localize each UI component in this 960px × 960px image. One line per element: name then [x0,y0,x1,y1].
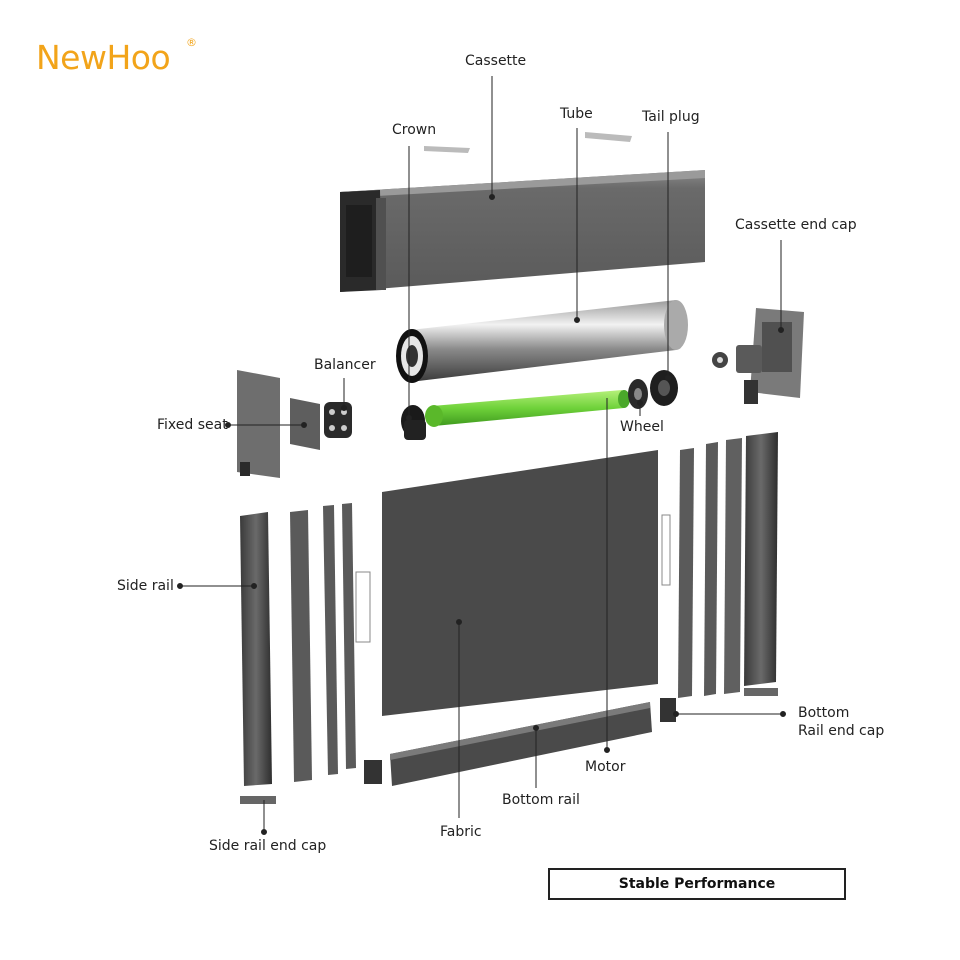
label-tail-plug: Tail plug [642,109,700,125]
label-cassette: Cassette [465,53,527,69]
newhoo-logo: NewHoo ® [36,36,197,77]
tube-clip-part [585,132,632,142]
leader-lines [177,76,786,835]
label-bottom-rail: Bottom rail [502,792,580,808]
balancer-part [324,402,352,438]
tail-plug-part [650,370,678,406]
cassette-end-cap-part [712,308,804,404]
wheel-part [628,379,648,409]
label-cassette-end-cap: Cassette end cap [735,217,857,233]
label-side-rail-end-cap: Side rail end cap [209,838,327,854]
label-motor: Motor [585,759,626,775]
label-balancer: Balancer [314,357,376,373]
tube-part [396,300,688,383]
stable-performance-badge: Stable Performance [548,868,846,900]
fabric-part [382,450,658,716]
label-fixed-seat: Fixed seat [157,417,228,433]
bottom-rail-part [364,698,676,786]
left-side-rails [240,503,371,804]
cassette-part [340,170,705,292]
label-tube: Tube [560,106,593,122]
label-fabric: Fabric [440,824,482,840]
registered-mark: ® [186,36,197,49]
label-crown: Crown [392,122,437,138]
motor-part [401,390,630,440]
label-wheel: Wheel [620,419,664,435]
brand-name: NewHoo [36,38,171,77]
label-side-rail: Side rail [117,578,174,594]
right-side-rails [661,432,778,698]
fixed-seat-part [237,370,320,478]
crown-clip-part [424,146,470,153]
label-bottom-rail-end-cap-2: Rail end cap [798,723,885,739]
label-bottom-rail-end-cap-1: Bottom [798,705,850,721]
